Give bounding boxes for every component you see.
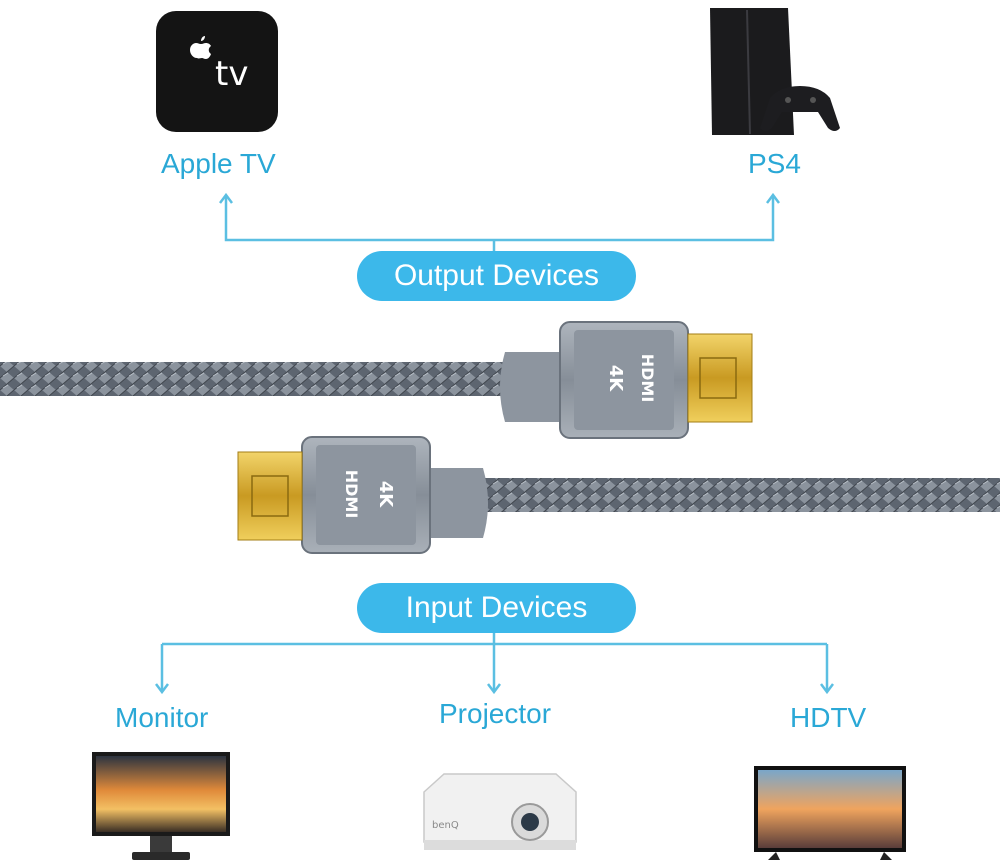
monitor-icon <box>92 752 230 860</box>
projector-icon: benQ <box>423 773 577 850</box>
upper-hdmi-brand: HDMI <box>638 354 657 403</box>
input-connector-lines <box>155 632 834 695</box>
ps4-console-icon <box>710 8 840 135</box>
output-devices-pill: Output Devices <box>357 251 636 301</box>
apple-tv-logo-text: tv <box>215 54 248 94</box>
lower-hdmi-cable: HDMI 4K <box>237 436 1000 554</box>
apple-tv-label: Apple TV <box>161 148 276 179</box>
monitor-label: Monitor <box>115 702 209 733</box>
lower-resolution-badge: 4K <box>375 481 396 509</box>
lower-hdmi-brand: HDMI <box>342 470 361 519</box>
output-connector-lines <box>219 192 780 252</box>
hdtv-icon <box>754 766 906 860</box>
hdtv-label: HDTV <box>790 702 867 733</box>
upper-resolution-badge: 4K <box>605 365 626 393</box>
upper-hdmi-cable: 4K HDMI <box>0 321 753 439</box>
apple-tv-icon: tv <box>156 11 278 132</box>
projector-label: Projector <box>439 698 552 729</box>
input-devices-pill: Input Devices <box>357 583 636 633</box>
ps4-label: PS4 <box>748 148 801 179</box>
projector-brand-text: benQ <box>432 820 459 831</box>
